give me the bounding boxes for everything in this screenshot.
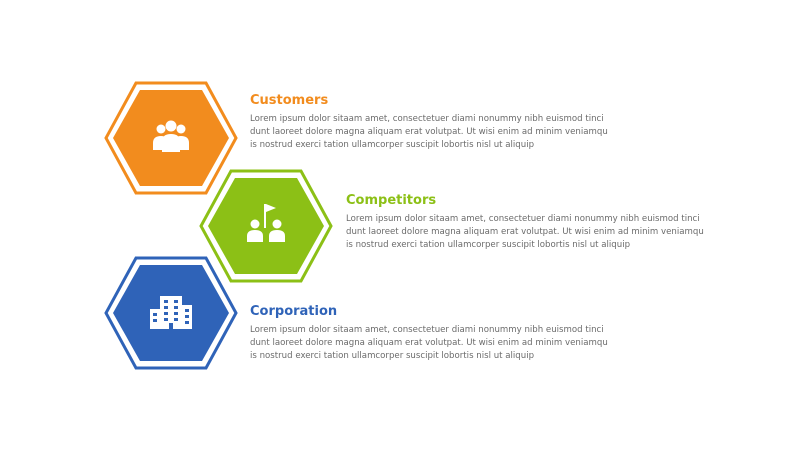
corporation-description: Lorem ipsum dolor sitaam amet, consectet… xyxy=(250,325,608,361)
customers-text-block: Customers Lorem ipsum dolor sitaam amet,… xyxy=(250,93,630,152)
customers-title: Customers xyxy=(250,93,329,108)
competitors-title: Competitors xyxy=(346,193,437,208)
competitors-hexagon xyxy=(198,168,334,284)
competitors-description: Lorem ipsum dolor sitaam amet, consectet… xyxy=(346,214,704,250)
group-users-icon xyxy=(153,120,189,152)
competitors-text-block: Competitors Lorem ipsum dolor sitaam ame… xyxy=(346,193,726,252)
corporation-text-block: Corporation Lorem ipsum dolor sitaam ame… xyxy=(250,304,630,363)
customers-hexagon xyxy=(103,80,239,196)
customers-description: Lorem ipsum dolor sitaam amet, consectet… xyxy=(250,114,608,150)
corporation-hexagon xyxy=(103,255,239,371)
office-building-icon xyxy=(150,296,192,329)
corporation-title: Corporation xyxy=(250,304,338,319)
two-people-flag-icon xyxy=(247,204,285,242)
